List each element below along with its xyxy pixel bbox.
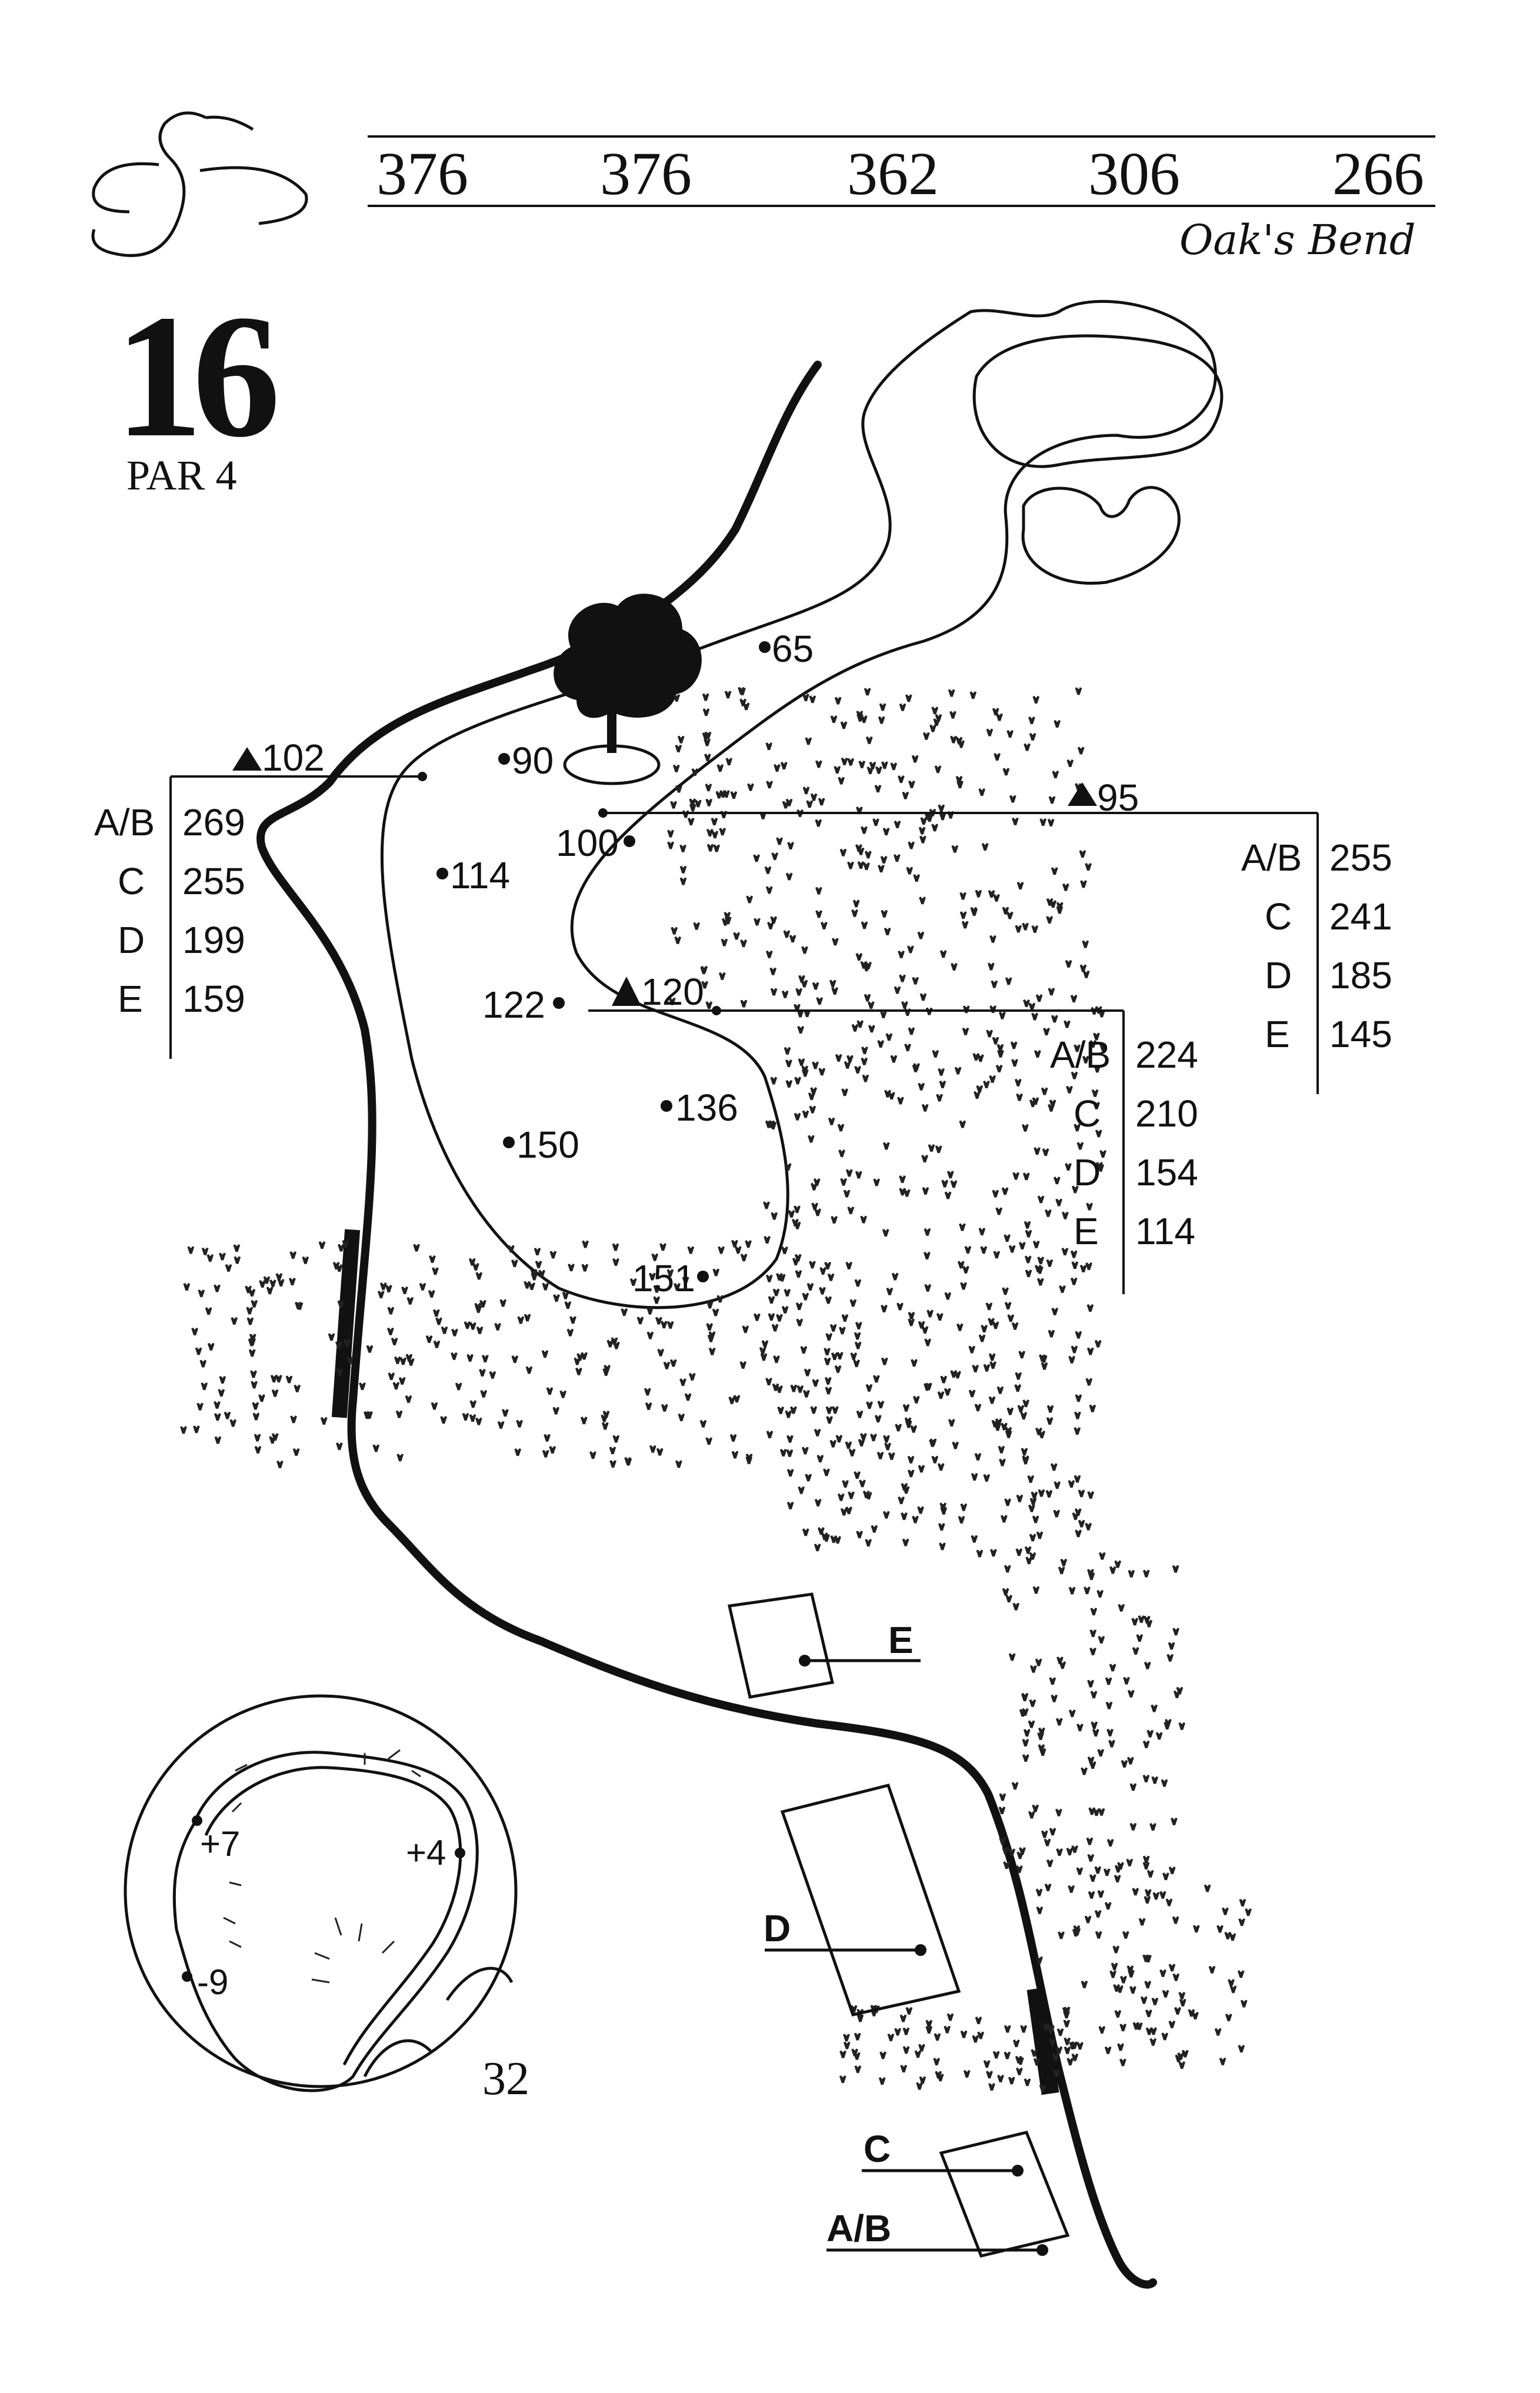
tee-label: C [118, 860, 145, 902]
yardage-header: 376 376 362 306 266 [376, 140, 1424, 208]
tee-e-label: E [888, 1619, 914, 1661]
yards-value: 224 [1135, 1034, 1198, 1076]
par-label: PAR 4 [126, 452, 236, 499]
yards-value: 185 [1329, 954, 1392, 996]
yardage-tee-4: 306 [1088, 140, 1180, 208]
tee-label: E [1074, 1210, 1099, 1252]
triangle-marker-icon [1068, 782, 1097, 806]
marker-65: 65 [772, 628, 814, 670]
tee-c-label: C [864, 2128, 891, 2170]
yardage-tee-1: 376 [376, 140, 468, 208]
fairway-markers: 65 90 100 114 122 136 150 151 [436, 628, 814, 1299]
tee-box-c-ab: C A/B [826, 2128, 1070, 2258]
tee-box-d: D [764, 1784, 961, 2017]
hole-number: 16 [115, 278, 278, 474]
tee-label: C [1265, 895, 1292, 938]
pond [972, 334, 1224, 468]
yards-value: 241 [1329, 895, 1392, 938]
tee-label: A/B [94, 801, 155, 844]
triangle-marker-icon [612, 976, 641, 1006]
green-diagram: +7 +4 -9 32 [124, 1694, 529, 2105]
tee-label: E [1265, 1013, 1290, 1055]
ref-102-table: A/B 269 C 255 D 199 E 159 [94, 801, 245, 1020]
green-depth: 32 [482, 2053, 529, 2105]
marker-90: 90 [512, 739, 554, 782]
tee-box-e: E [727, 1592, 921, 1699]
greenside-bunker [1021, 486, 1181, 585]
tee-label: A/B [1241, 836, 1302, 879]
yards-value: 154 [1135, 1151, 1198, 1194]
ref-95-table: A/B 255 C 241 D 185 E 145 [1241, 836, 1392, 1055]
tee-label: D [118, 919, 145, 961]
oak-tree-icon [554, 594, 702, 785]
yards-value: 269 [182, 801, 245, 844]
yards-value: 199 [182, 919, 245, 961]
marker-151: 151 [632, 1257, 695, 1299]
tee-ab-label: A/B [826, 2207, 891, 2249]
yardage-tee-2: 376 [600, 140, 692, 208]
yards-value: 159 [182, 978, 245, 1020]
yards-value: 255 [182, 860, 245, 902]
ref-102-label: 102 [262, 736, 325, 779]
tee-label: A/B [1050, 1034, 1111, 1076]
tee-label: D [1074, 1151, 1101, 1194]
marker-100: 100 [556, 822, 619, 864]
course-name: Oak's Bend [1179, 216, 1416, 264]
pin-offset-front: -9 [197, 1962, 228, 2002]
pin-offset-back: +7 [200, 1824, 240, 1864]
tee-label: E [118, 978, 143, 1020]
marker-150: 150 [516, 1124, 579, 1166]
yards-value: 145 [1329, 1013, 1392, 1055]
yardage-tee-5: 266 [1332, 140, 1424, 208]
fairway-outline [380, 299, 1217, 1309]
tee-d-label: D [764, 1907, 791, 1949]
yards-value: 210 [1135, 1092, 1198, 1135]
marker-114: 114 [450, 854, 510, 896]
triangle-marker-icon [232, 747, 262, 771]
tee-label: C [1074, 1092, 1101, 1135]
ref-120-table: A/B 224 C 210 D 154 E 114 [1050, 1034, 1198, 1252]
marker-136: 136 [675, 1086, 738, 1129]
marker-122: 122 [482, 984, 545, 1026]
yards-value: 255 [1329, 836, 1392, 879]
yardage-tee-3: 362 [847, 140, 939, 208]
ref-120-label: 120 [641, 971, 704, 1013]
pin-offset-right: +4 [406, 1833, 446, 1872]
heron-logo-icon [91, 111, 308, 257]
cart-path [256, 361, 1157, 2289]
yards-value: 114 [1135, 1210, 1195, 1252]
tee-label: D [1265, 954, 1292, 996]
